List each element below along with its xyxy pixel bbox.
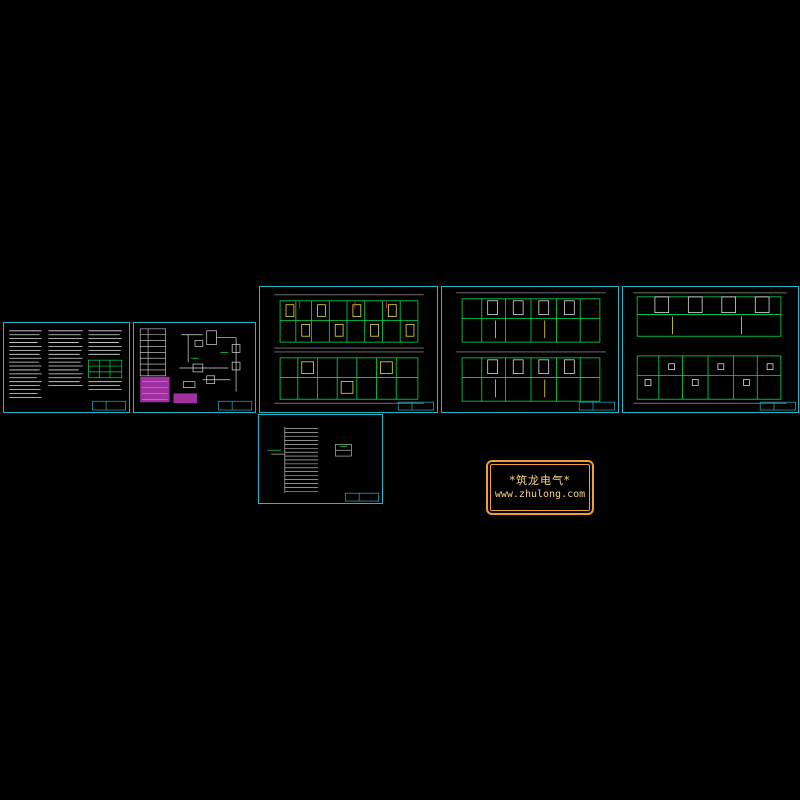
title-block: [759, 401, 796, 411]
drawing-sheet-legend-system: [133, 322, 256, 413]
title-block: [218, 400, 253, 411]
watermark-stamp: *筑龙电气* www.zhulong.com: [486, 460, 594, 515]
drawing-sheet-floor-plan-3: [622, 286, 799, 413]
title-block: [397, 401, 434, 411]
drawing-sheet-floor-plan-1: [259, 286, 438, 413]
distribution-diagram: [271, 426, 352, 494]
floor-plan-upper: [633, 292, 787, 337]
watermark-url-text: www.zhulong.com: [494, 489, 586, 500]
system-diagram: [179, 330, 241, 392]
title-block: [345, 492, 380, 502]
floor-plan-lower: [633, 355, 787, 404]
title-block: [578, 401, 615, 411]
notes-table: [88, 359, 123, 379]
floor-plan-lower: [456, 351, 606, 402]
floor-plan-upper: [456, 292, 606, 343]
legend-color-block-2: [173, 393, 197, 404]
floor-plan-lower: [274, 351, 424, 404]
legend-table: [139, 328, 166, 377]
drawing-sheet-floor-plan-2: [441, 286, 619, 413]
notes-text-block: [9, 330, 122, 398]
drawing-sheet-design-notes: [3, 322, 130, 413]
drawing-sheet-distribution-system: [258, 414, 383, 504]
floor-plan-upper: [274, 294, 424, 349]
legend-color-block: [140, 376, 170, 403]
watermark-brand-text: *筑龙电气*: [509, 474, 571, 487]
title-block: [92, 400, 127, 411]
